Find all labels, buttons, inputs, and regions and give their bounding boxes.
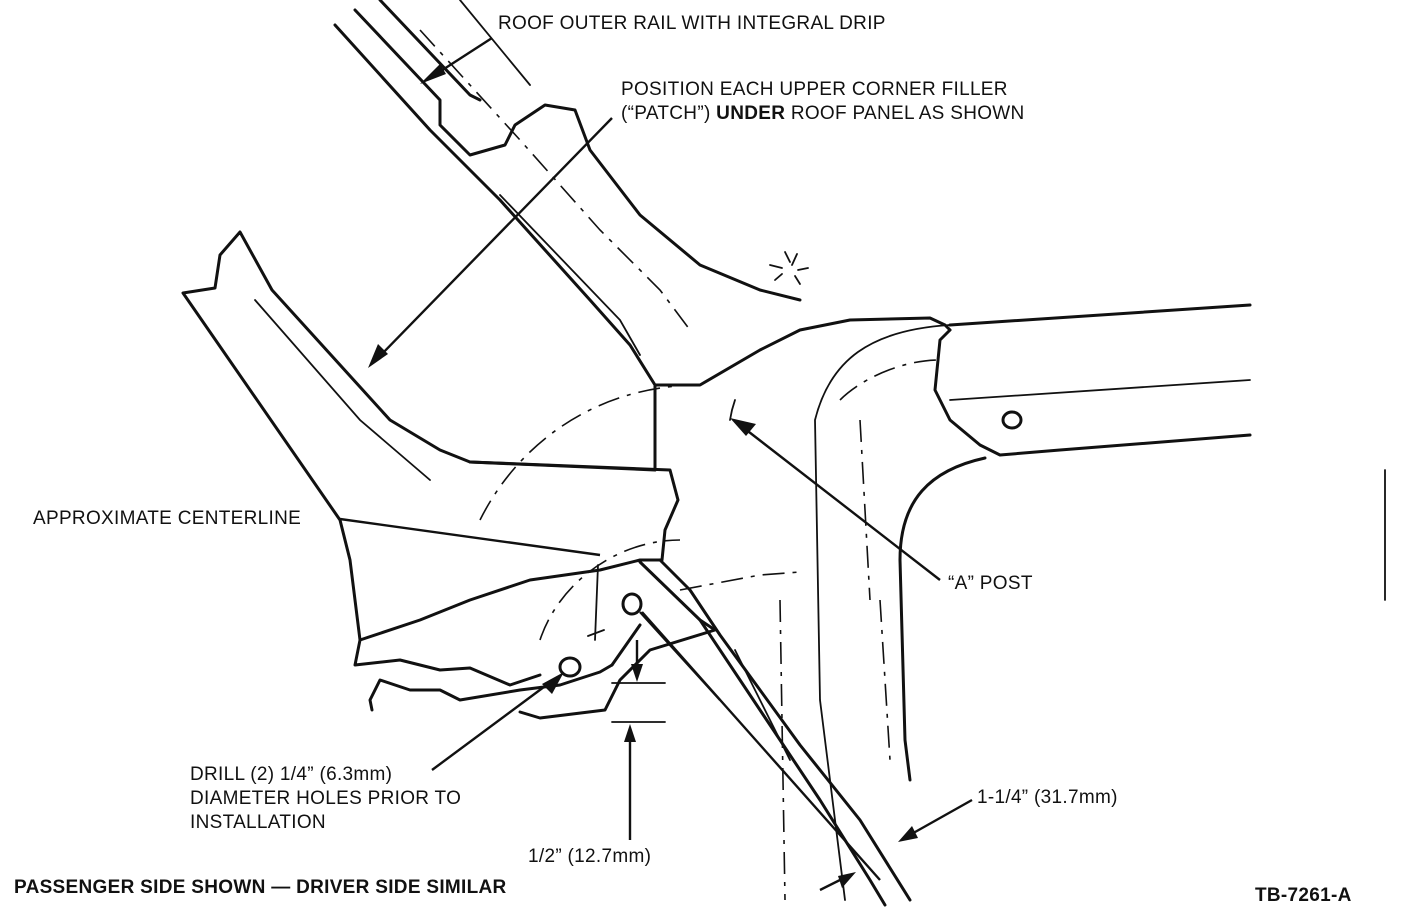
label-position-line2-post: ROOF PANEL AS SHOWN xyxy=(785,103,1025,124)
figure-id: TB-7261-A xyxy=(1255,885,1352,906)
label-dimension-one-quarter: 1-1/4” (31.7mm) xyxy=(977,787,1118,808)
label-drill-line3: INSTALLATION xyxy=(190,812,326,833)
leader-roof-rail xyxy=(420,36,493,84)
label-dimension-half: 1/2” (12.7mm) xyxy=(528,846,652,867)
leader-drill xyxy=(431,611,881,881)
label-drill-line2: DIAMETER HOLES PRIOR TO xyxy=(190,788,462,809)
label-roof-rail: ROOF OUTER RAIL WITH INTEGRAL DRIP xyxy=(498,13,886,34)
footer-note: PASSENGER SIDE SHOWN — DRIVER SIDE SIMIL… xyxy=(14,877,507,898)
leader-position xyxy=(368,117,613,368)
centerline-cross xyxy=(587,564,605,641)
label-drill-line1: DRILL (2) 1/4” (6.3mm) xyxy=(190,764,393,785)
weld-star-icon xyxy=(769,251,809,285)
drill-hole-upper xyxy=(621,592,643,616)
label-centerline: APPROXIMATE CENTERLINE xyxy=(33,508,302,529)
drill-hole-lower xyxy=(558,656,582,678)
label-a-post: “A” POST xyxy=(948,573,1033,594)
roof-panel-right xyxy=(679,303,1386,901)
dimension-one-quarter-inch xyxy=(819,798,973,892)
label-position-line2-bold: UNDER xyxy=(716,103,786,124)
dimension-half-inch xyxy=(611,640,666,840)
label-position-line2-pre: (“PATCH”) xyxy=(621,103,717,124)
leader-centerline xyxy=(339,517,601,557)
label-position-line2: (“PATCH”) UNDER ROOF PANEL AS SHOWN xyxy=(621,102,1025,126)
leader-a-post xyxy=(729,399,941,581)
roof-outer-rail xyxy=(333,0,802,387)
roof-rail-lower xyxy=(518,316,952,907)
label-position-line1: POSITION EACH UPPER CORNER FILLER xyxy=(621,79,1008,100)
corner-filler-patch xyxy=(181,230,701,712)
roof-panel-hole xyxy=(1001,410,1023,430)
